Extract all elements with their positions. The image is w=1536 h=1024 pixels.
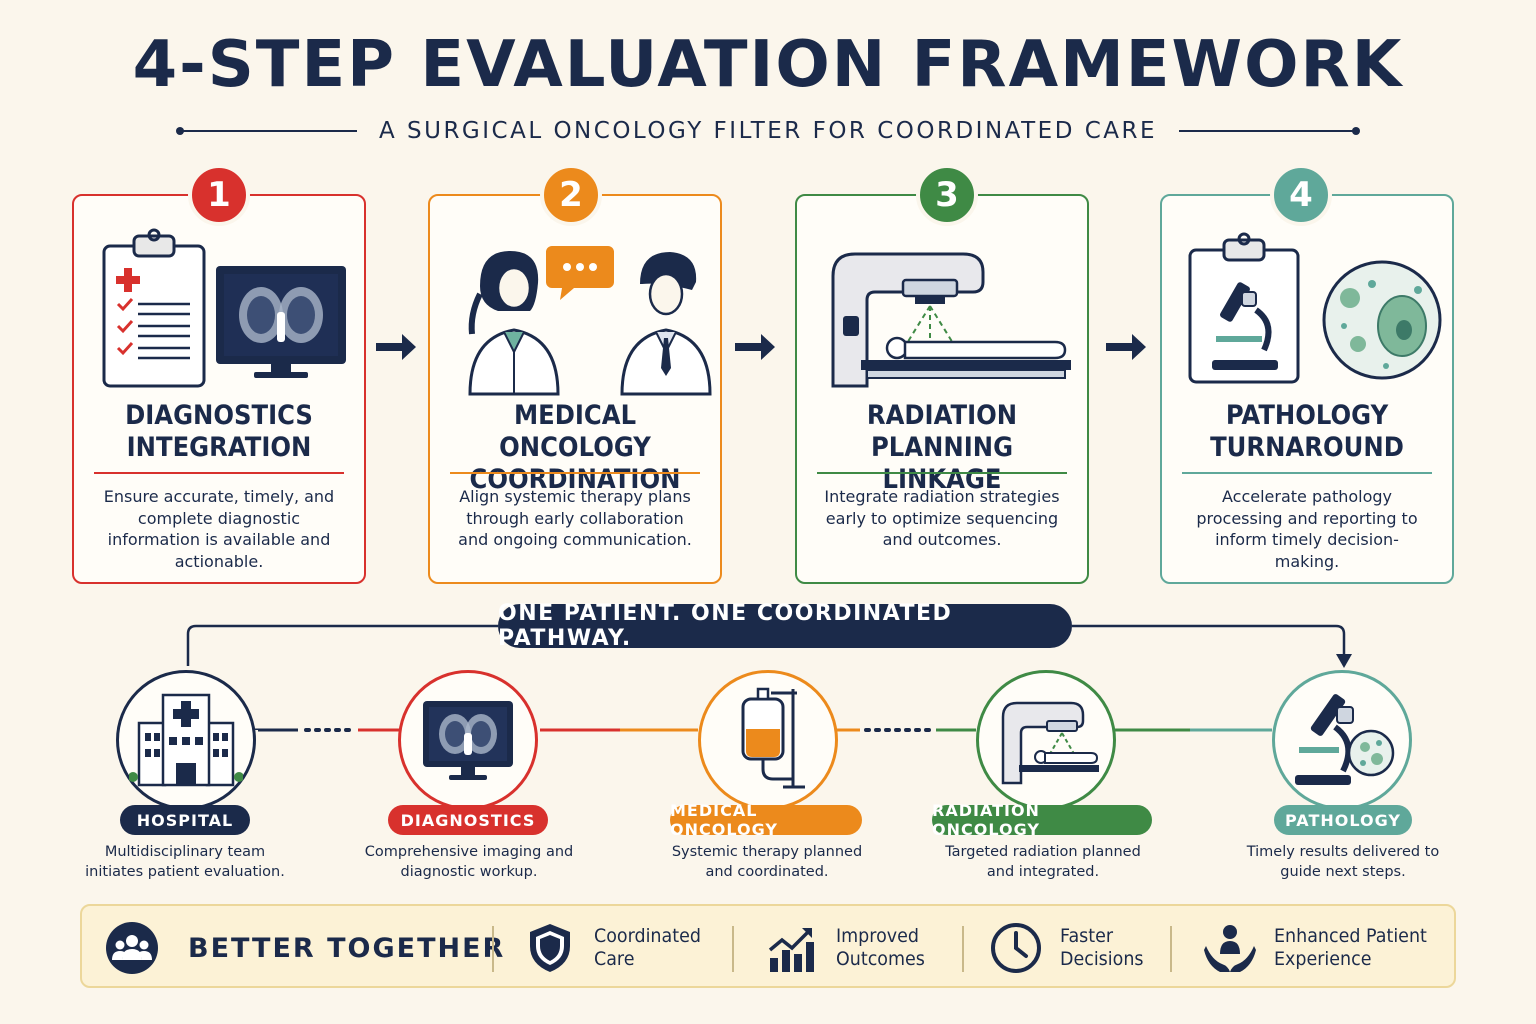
footer-item-text: Improved Outcomes bbox=[836, 925, 925, 970]
node-label-radiation-oncology: RADIATION ONCOLOGY bbox=[932, 801, 1152, 839]
node-label-hospital: HOSPITAL bbox=[120, 805, 250, 835]
step-arrow-icon bbox=[1106, 334, 1146, 360]
footer-item-faster-decisions: Faster Decisions bbox=[988, 920, 1151, 976]
doctors-conversation-icon bbox=[468, 251, 712, 396]
team-group-icon bbox=[106, 922, 158, 974]
subtitle-rule-right bbox=[1179, 127, 1360, 135]
step-rule bbox=[817, 472, 1067, 474]
hands-person-icon bbox=[1204, 925, 1256, 972]
medical-oncology-illustration bbox=[468, 246, 712, 396]
speech-bubble-icon bbox=[546, 246, 614, 300]
pathway-node-diagnostics bbox=[398, 670, 538, 810]
step-description: Accelerate pathology processing and repo… bbox=[1196, 487, 1418, 571]
pathway-banner: ONE PATIENT. ONE COORDINATED PATHWAY. bbox=[498, 601, 1072, 651]
radiation-illustration bbox=[831, 252, 1071, 388]
microscope-icon bbox=[1295, 694, 1395, 785]
step-card-diagnostics: DIAGNOSTICS INTEGRATION Ensure accurate,… bbox=[72, 194, 366, 584]
step-title: DIAGNOSTICS INTEGRATION bbox=[125, 400, 313, 463]
footer-item-text: Enhanced Patient Experience bbox=[1274, 925, 1427, 970]
node-label-medical-oncology: MEDICAL ONCOLOGY bbox=[670, 801, 862, 839]
page-title: 4-STEP EVALUATION FRAMEWORK bbox=[132, 28, 1404, 102]
footer-divider bbox=[732, 926, 734, 972]
node-description: Multidisciplinary team initiates patient… bbox=[85, 844, 285, 880]
footer-divider bbox=[962, 926, 964, 972]
step-arrow-icon bbox=[376, 334, 416, 360]
step-description: Align systemic therapy plans through ear… bbox=[458, 487, 692, 549]
step-title: PATHOLOGY TURNAROUND bbox=[1210, 400, 1404, 463]
radiation-machine-icon bbox=[1001, 701, 1099, 785]
shield-icon bbox=[530, 924, 570, 972]
clock-icon bbox=[991, 923, 1041, 973]
step-rule bbox=[1182, 472, 1432, 474]
subtitle-rule-left bbox=[176, 127, 357, 135]
step-card-radiation-planning: RADIATION PLANNING LINKAGE Integrate rad… bbox=[795, 194, 1089, 584]
footer-item-text: Coordinated Care bbox=[594, 925, 701, 970]
ct-monitor-icon bbox=[423, 701, 513, 780]
step-rule bbox=[94, 472, 344, 474]
node-description: Systemic therapy planned and coordinated… bbox=[671, 844, 863, 880]
hospital-icon bbox=[129, 693, 243, 787]
cells-icon bbox=[1322, 260, 1442, 380]
page-subtitle: A SURGICAL ONCOLOGY FILTER FOR COORDINAT… bbox=[378, 118, 1158, 144]
footer-divider bbox=[1170, 926, 1172, 972]
step-number-badge: 1 bbox=[188, 164, 250, 226]
footer-better-together: BETTER TOGETHER bbox=[104, 920, 505, 976]
footer-banner: BETTER TOGETHER Coordinated Care Improve… bbox=[80, 904, 1456, 988]
pathway-node-radiation-oncology bbox=[976, 670, 1116, 810]
diagnostics-illustration bbox=[102, 228, 346, 388]
linear-accelerator-icon bbox=[831, 252, 1071, 388]
footer-item-patient-experience: Enhanced Patient Experience bbox=[1202, 920, 1440, 976]
pathway-node-medical-oncology bbox=[698, 670, 838, 810]
clipboard-checklist-icon bbox=[102, 228, 206, 388]
step-card-medical-oncology: MEDICAL ONCOLOGY COORDINATION Align syst… bbox=[428, 194, 722, 584]
step-number-badge: 3 bbox=[916, 164, 978, 226]
ct-scan-monitor-icon bbox=[216, 266, 346, 378]
pathway-node-hospital bbox=[116, 670, 256, 810]
footer-item-improved-outcomes: Improved Outcomes bbox=[764, 920, 933, 976]
node-label-pathology: PATHOLOGY bbox=[1274, 805, 1412, 835]
step-description: Ensure accurate, timely, and complete di… bbox=[103, 487, 335, 571]
step-title: RADIATION PLANNING LINKAGE bbox=[866, 400, 1018, 495]
footer-divider bbox=[492, 926, 494, 972]
pathway-node-pathology bbox=[1272, 670, 1412, 810]
iv-bag-icon bbox=[741, 687, 805, 789]
step-rule bbox=[450, 472, 700, 474]
pathway-links bbox=[258, 728, 1272, 732]
step-arrow-icon bbox=[735, 334, 775, 360]
subtitle-row: A SURGICAL ONCOLOGY FILTER FOR COORDINAT… bbox=[176, 116, 1360, 146]
node-description: Targeted radiation planned and integrate… bbox=[945, 844, 1141, 880]
step-title: MEDICAL ONCOLOGY COORDINATION bbox=[469, 400, 681, 495]
footer-item-coordinated-care: Coordinated Care bbox=[522, 920, 710, 976]
step-description: Integrate radiation strategies early to … bbox=[824, 487, 1060, 549]
node-description: Comprehensive imaging and diagnostic wor… bbox=[364, 844, 574, 880]
step-number-badge: 2 bbox=[540, 164, 602, 226]
node-label-diagnostics: DIAGNOSTICS bbox=[388, 805, 548, 835]
node-description: Timely results delivered to guide next s… bbox=[1246, 844, 1440, 880]
pathology-illustration bbox=[1188, 232, 1442, 384]
pathway-connector bbox=[186, 624, 1352, 730]
step-number-badge: 4 bbox=[1270, 164, 1332, 226]
footer-item-text: Faster Decisions bbox=[1060, 925, 1144, 970]
footer-main-text: BETTER TOGETHER bbox=[188, 932, 506, 964]
growth-chart-icon bbox=[768, 928, 814, 972]
step-card-pathology: PATHOLOGY TURNAROUND Accelerate patholog… bbox=[1160, 194, 1454, 584]
microscope-clipboard-icon bbox=[1188, 232, 1300, 384]
